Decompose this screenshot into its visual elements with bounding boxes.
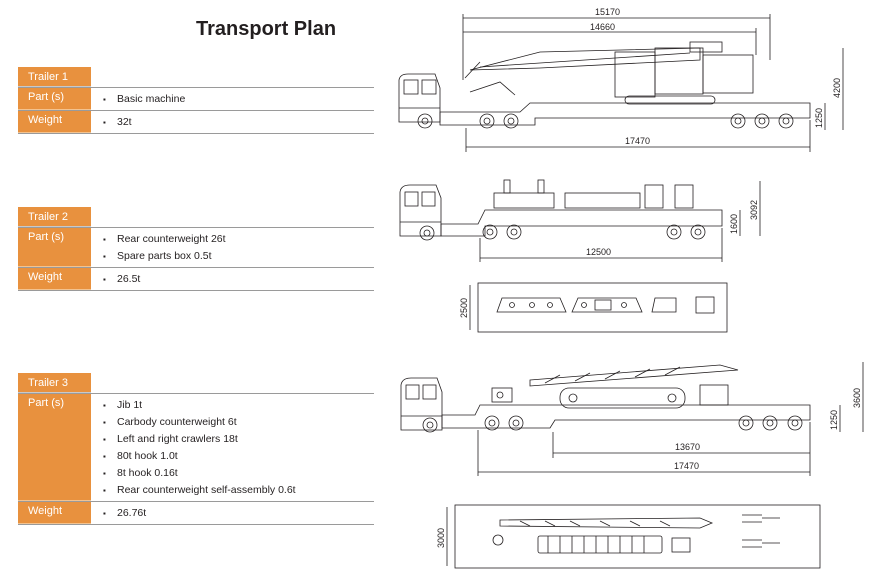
trailer-3-part-label: Part (s): [18, 394, 91, 501]
trailer-3-part: Left and right crawlers 18t: [103, 431, 374, 448]
trailer-2-weight-label: Weight: [18, 268, 91, 290]
trailer-1-weight-row: Weight 32t: [18, 111, 374, 134]
trailer-3-drawing: 3600 1250 13670 17470 3000: [400, 362, 864, 569]
trailer-2-plan-view: [477, 282, 728, 333]
dim-label: 1600: [729, 214, 739, 234]
trailer-1-weight: 32t: [103, 114, 374, 131]
trailer-1-drawing: 15170 14660: [398, 7, 844, 152]
trailer-3-part: Carbody counterweight 6t: [103, 414, 374, 431]
dim-label: 3000: [436, 528, 446, 548]
dim-label: 17470: [625, 136, 650, 146]
trailer-2-part: Rear counterweight 26t: [103, 231, 374, 248]
dim-label: 1250: [829, 410, 839, 430]
trailer-deck: [439, 102, 811, 126]
trailer-1-part-label: Part (s): [18, 88, 91, 110]
trailer-2-parts-row: Part (s) Rear counterweight 26t Spare pa…: [18, 227, 374, 268]
truck-cab: [398, 73, 441, 129]
trailer-3-parts-row: Part (s) Jib 1t Carbody counterweight 6t…: [18, 393, 374, 502]
trailer-3-plan-view: [454, 504, 821, 569]
trailer-2-header: Trailer 2: [18, 207, 91, 227]
dim-label: 13670: [675, 442, 700, 452]
trailer-2-drawing: 3092 1600 12500 2500: [399, 179, 761, 333]
truck-cab: [400, 377, 443, 433]
trailer-3-part: 80t hook 1.0t: [103, 448, 374, 465]
trailer-3-part: Jib 1t: [103, 397, 374, 414]
trailer-2-weight-row: Weight 26.5t: [18, 268, 374, 291]
dim-label: 12500: [586, 247, 611, 257]
trailer-3-weight-row: Weight 26.76t: [18, 502, 374, 525]
trailer-1-parts-row: Part (s) Basic machine: [18, 87, 374, 111]
trailer-3-part: 8t hook 0.16t: [103, 465, 374, 482]
trailer-1-header: Trailer 1: [18, 67, 91, 87]
trailer-2-table: Trailer 2 Part (s) Rear counterweight 26…: [18, 207, 374, 291]
trailer-1-weight-label: Weight: [18, 111, 91, 133]
trailer-3-weight-label: Weight: [18, 502, 91, 524]
dim-label: 1250: [814, 108, 824, 128]
page-title: Transport Plan: [196, 18, 337, 40]
trailer-3-part: Rear counterweight self-assembly 0.6t: [103, 482, 374, 499]
trailer-1-table: Trailer 1 Part (s) Basic machine Weight …: [18, 67, 374, 134]
crane-basic-machine: [464, 41, 754, 105]
trailer-deck: [440, 209, 723, 237]
jib-and-crawlers: [491, 364, 739, 409]
truck-cab: [399, 184, 442, 241]
trailer-3-table: Trailer 3 Part (s) Jib 1t Carbody counte…: [18, 373, 374, 525]
rear-counterweights: [493, 179, 694, 209]
trailer-3-weight: 26.76t: [103, 505, 374, 522]
dim-label: 17470: [674, 461, 699, 471]
trailer-2-part-label: Part (s): [18, 228, 91, 267]
trailer-3-header: Trailer 3: [18, 373, 91, 393]
dim-label: 3600: [852, 388, 862, 408]
dim-label: 15170: [595, 7, 620, 17]
trailer-2-weight: 26.5t: [103, 271, 374, 288]
dim-label: 3092: [749, 200, 759, 220]
trailer-2-part: Spare parts box 0.5t: [103, 248, 374, 265]
trailer-1-part: Basic machine: [103, 91, 374, 108]
dim-label: 2500: [459, 298, 469, 318]
dim-label: 4200: [832, 78, 842, 98]
trailer-deck: [441, 404, 811, 429]
dim-label: 14660: [590, 22, 615, 32]
